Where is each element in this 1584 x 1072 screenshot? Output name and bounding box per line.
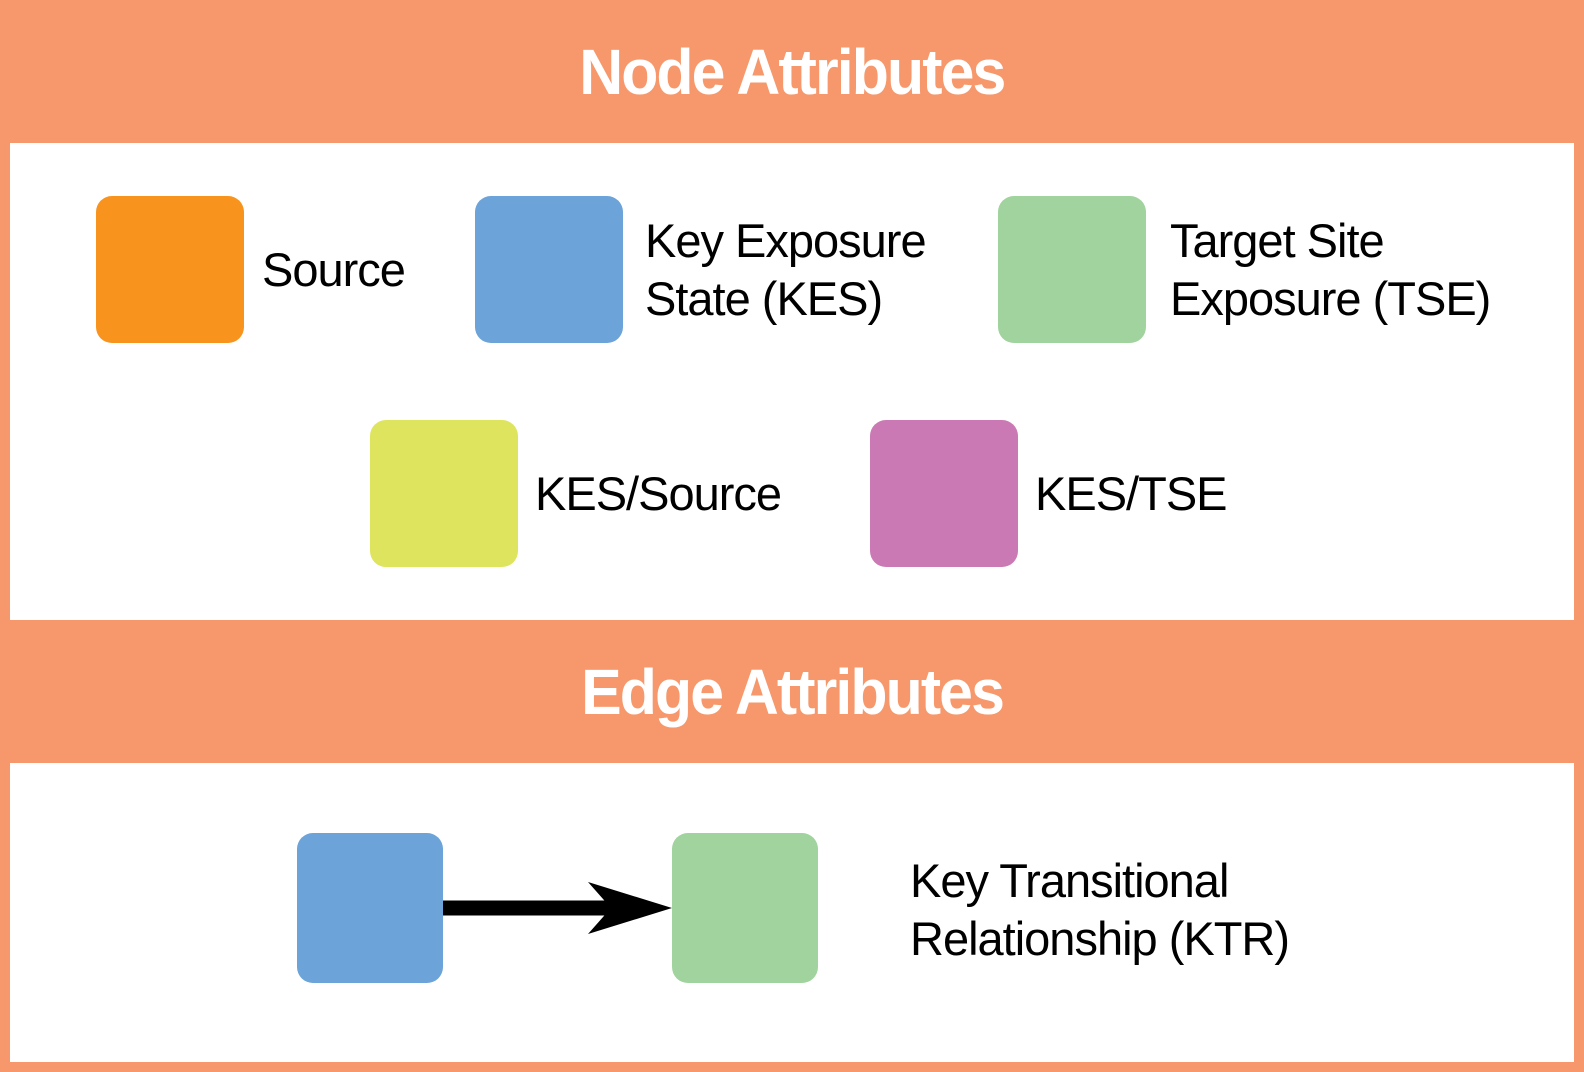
kes-source-swatch: [370, 420, 518, 567]
kes-tse-swatch: [870, 420, 1018, 567]
edge-attributes-panel: Key Transitional Relationship (KTR): [10, 763, 1574, 1062]
kes-label: Key Exposure State (KES): [645, 212, 927, 328]
kes-label-line1: Key Exposure: [645, 214, 927, 267]
edge-attributes-header: Edge Attributes: [0, 620, 1584, 763]
tse-label-line2: Exposure (TSE): [1170, 272, 1491, 325]
edge-attributes-title: Edge Attributes: [581, 655, 1005, 728]
ktr-label-line1: Key Transitional: [910, 854, 1229, 907]
ktr-label: Key Transitional Relationship (KTR): [910, 852, 1290, 968]
ktr-label-line2: Relationship (KTR): [910, 912, 1290, 965]
node-attributes-panel: Source Key Exposure State (KES) Target S…: [10, 143, 1574, 620]
kes-tse-label: KES/TSE: [1035, 467, 1228, 520]
ktr-target-node-swatch: [672, 833, 818, 983]
tse-swatch: [998, 196, 1146, 343]
node-attributes-header: Node Attributes: [0, 0, 1584, 143]
node-attributes-title: Node Attributes: [579, 35, 1006, 108]
kes-source-label: KES/Source: [535, 467, 782, 520]
ktr-source-node-swatch: [297, 833, 443, 983]
kes-swatch: [475, 196, 623, 343]
tse-label: Target Site Exposure (TSE): [1170, 212, 1491, 328]
ktr-arrow-icon: [443, 882, 672, 934]
source-swatch: [96, 196, 244, 343]
source-label: Source: [262, 243, 406, 296]
kes-label-line2: State (KES): [645, 272, 883, 325]
tse-label-line1: Target Site: [1170, 214, 1385, 267]
